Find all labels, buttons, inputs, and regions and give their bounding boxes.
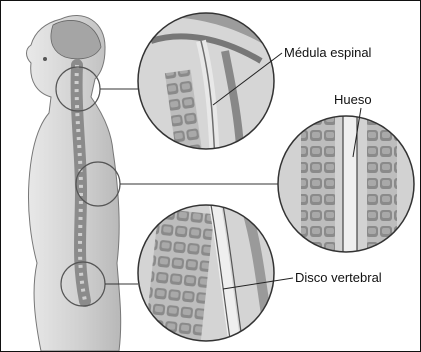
human-body: [27, 16, 121, 351]
magnified-thoracic-view: [278, 111, 414, 261]
magnified-lumbar-view: [138, 205, 274, 352]
bone-label: Hueso: [334, 92, 372, 107]
vertebral-disc-label: Disco vertebral: [295, 270, 382, 285]
spinal-cord-label: Médula espinal: [284, 45, 372, 60]
magnified-cervical-view: [138, 13, 274, 162]
